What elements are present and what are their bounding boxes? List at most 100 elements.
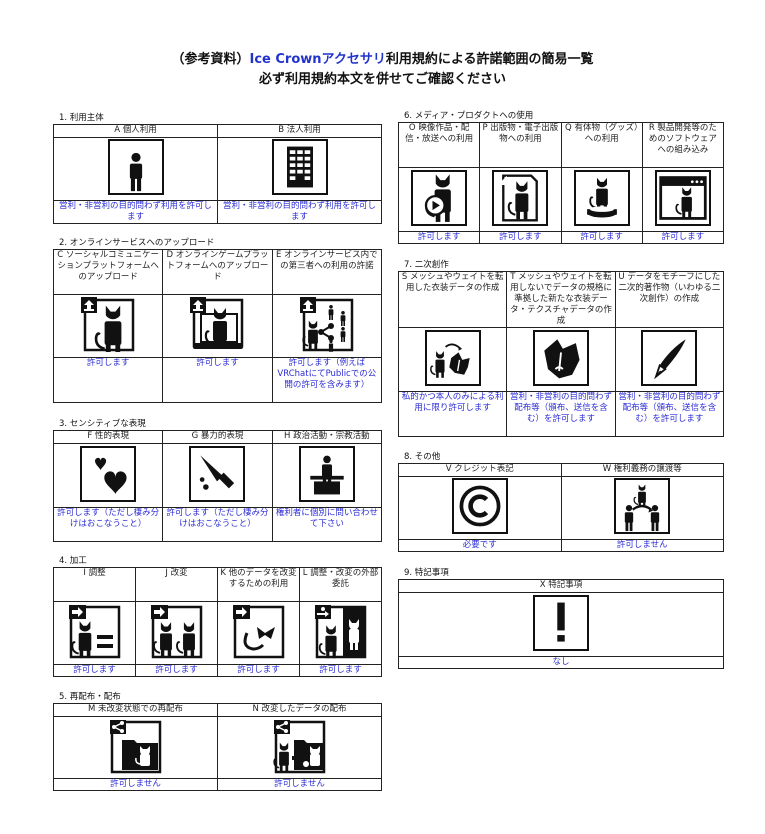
section-online-upload: 2. オンラインサービスへのアップロード C ソーシャルコミュニケーションプラッ… <box>52 237 383 403</box>
status-text: 許可します（例えばVRChatにてPublicでの公開の許可を含みます） <box>271 357 383 403</box>
status-text: 許可します（ただし棲み分けはおこなうこと） <box>52 507 164 542</box>
status-text: 許可します（ただし棲み分けはおこなうこと） <box>162 507 273 542</box>
status-text: 許可します <box>217 664 300 677</box>
reuse-parts-icon <box>230 603 287 659</box>
permission-table: O 映像作品・配信・放送への利用 P 出版物・電子出版物への利用 Q 有体物（グ… <box>397 122 725 244</box>
status-text: 許可しません <box>560 539 724 552</box>
status-text: 許可します <box>135 664 218 677</box>
section-heading: 6. メディア・プロダクトへの使用 <box>404 111 534 121</box>
item-label: I 調整 <box>53 567 136 602</box>
status-text: 許可しません <box>53 778 218 791</box>
document-title: （参考資料）Ice Crownアクセサリ利用規約による許諾範囲の簡易一覧 <box>0 50 765 69</box>
item-label: L 調整・改変の外部委託 <box>299 567 382 602</box>
exclamation-icon <box>533 594 589 651</box>
status-text: なし <box>398 656 724 669</box>
item-label: M 未改変状態での再配布 <box>53 703 218 717</box>
hearts-icon <box>80 445 137 502</box>
status-text: 許可します <box>560 231 643 244</box>
pen-icon <box>641 329 698 386</box>
permission-table: A 個人利用 B 法人利用 営利・非営利の目的問わず利用を許可します 営利・非営… <box>53 124 382 224</box>
costume-transfer-icon <box>424 329 481 386</box>
item-label: A 個人利用 <box>53 124 218 138</box>
status-text: 営利・非営利の目的問わず利用を許可します <box>53 200 218 224</box>
section-processing: 4. 加工 I 調整 J 改変 K 他のデータを改変するための利用 L 調整・改… <box>53 555 382 677</box>
status-text: 私的かつ本人のみによる利用に限り許可します <box>397 391 508 437</box>
building-icon <box>271 139 328 195</box>
upload-avatar-icon <box>80 296 137 352</box>
status-text: 許可します <box>52 357 164 403</box>
podium-icon <box>298 445 355 502</box>
status-text: 許可します <box>53 664 136 677</box>
item-label: U データをモチーフにした二次的著作物（いわゆる二次創作）の作成 <box>614 271 725 328</box>
status-text: 許可します <box>299 664 382 677</box>
section-media-products: 6. メディア・プロダクトへの使用 O 映像作品・配信・放送への利用 P 出版物… <box>397 110 725 244</box>
item-label: E オンラインサービス内での第三者への利用の許諾 <box>271 249 383 295</box>
section-heading: 5. 再配布・配布 <box>59 692 121 702</box>
item-label: K 他のデータを改変するための利用 <box>217 567 300 602</box>
section-heading: 3. センシティブな表現 <box>59 419 146 429</box>
knife-icon <box>189 445 246 502</box>
section-usage-subject: 1. 利用主体 A 個人利用 B 法人利用 営利・非営利の目的問わず利用を許可し… <box>53 112 382 224</box>
modify-icon <box>148 603 205 659</box>
permission-table: C ソーシャルコミュニケーションプラットフォームへのアップロード D オンライン… <box>52 249 383 403</box>
status-text: 許可します <box>479 231 562 244</box>
status-text: 営利・非営利の目的問わず配布等（頒布、送信を含む）を許可します <box>506 391 616 437</box>
item-label: W 権利義務の譲渡等 <box>560 463 724 477</box>
section-special-notes: 9. 特記事項 X 特記事項 なし <box>398 567 724 669</box>
status-text: 許可します <box>397 231 481 244</box>
permission-table: M 未改変状態での再配布 N 改変したデータの配布 許可しません 許可しません <box>53 703 382 791</box>
redistribute-icon <box>107 717 164 774</box>
item-label: G 暴力的表現 <box>162 430 273 444</box>
distribute-modified-icon <box>271 717 328 774</box>
item-label: J 改変 <box>135 567 218 602</box>
item-label: Q 有体物（グッズ）への利用 <box>560 122 643 168</box>
section-heading: 9. 特記事項 <box>404 568 449 578</box>
item-label: T メッシュやウェイトを転用しないでデータの規格に準拠した新たな衣装データ・テク… <box>506 271 616 328</box>
section-heading: 1. 利用主体 <box>59 113 104 123</box>
upload-share-icon <box>298 296 355 352</box>
video-icon <box>411 169 468 226</box>
permission-table: X 特記事項 なし <box>398 579 724 669</box>
transfer-rights-icon <box>614 478 671 534</box>
section-sensitive-expression: 3. センシティブな表現 F 性的表現 G 暴力的表現 H 政治活動・宗教活動 … <box>52 418 383 542</box>
section-heading: 2. オンラインサービスへのアップロード <box>59 238 215 248</box>
status-text: 許可しません <box>217 778 382 791</box>
item-label: C ソーシャルコミュニケーションプラットフォームへのアップロード <box>52 249 164 295</box>
figure-icon <box>573 169 630 226</box>
section-redistribution: 5. 再配布・配布 M 未改変状態での再配布 N 改変したデータの配布 許可しま… <box>53 691 382 791</box>
section-heading: 7. 二次創作 <box>404 260 449 270</box>
item-label: H 政治活動・宗教活動 <box>271 430 383 444</box>
section-heading: 4. 加工 <box>59 556 87 566</box>
item-label: N 改変したデータの配布 <box>217 703 382 717</box>
status-text: 許可します <box>641 231 725 244</box>
permission-table: I 調整 J 改変 K 他のデータを改変するための利用 L 調整・改変の外部委託… <box>53 567 382 677</box>
upload-game-icon <box>189 296 246 352</box>
status-text: 権利者に個別に問い合わせて下さい <box>271 507 383 542</box>
item-label: F 性的表現 <box>52 430 164 444</box>
permission-table: F 性的表現 G 暴力的表現 H 政治活動・宗教活動 許可します（ただし棲み分け… <box>52 430 383 542</box>
title-product-name: Ice Crownアクセサリ <box>249 52 386 67</box>
status-text: 営利・非営利の目的問わず利用を許可します <box>217 200 382 224</box>
person-icon <box>107 139 164 195</box>
status-text: 営利・非営利の目的問わず配布等（頒布、送信を含む）を許可します <box>614 391 725 437</box>
title-suffix: 利用規約による許諾範囲の簡易一覧 <box>385 52 594 67</box>
adjust-icon <box>66 603 123 659</box>
costume-icon <box>532 329 589 386</box>
permission-table: V クレジット表記 W 権利義務の譲渡等 必要です 許可しません <box>398 463 724 552</box>
item-label: V クレジット表記 <box>398 463 562 477</box>
section-derivative-works: 7. 二次創作 S メッシュやウェイトを転用した衣装データの作成 T メッシュや… <box>397 259 725 437</box>
section-other: 8. その他 V クレジット表記 W 権利義務の譲渡等 必要です 許可しません <box>398 451 724 552</box>
item-label: R 製品開発等のためのソフトウェアへの組み込み <box>641 122 725 168</box>
status-text: 必要です <box>398 539 562 552</box>
item-label: O 映像作品・配信・放送への利用 <box>397 122 481 168</box>
item-label: D オンラインゲームプラットフォームへのアップロード <box>162 249 273 295</box>
publication-icon <box>492 169 549 226</box>
item-label: P 出版物・電子出版物への利用 <box>479 122 562 168</box>
software-icon <box>654 169 711 226</box>
document-subtitle: 必ず利用規約本文を併せてご確認ください <box>258 72 506 87</box>
title-prefix: （参考資料） <box>171 52 250 67</box>
section-heading: 8. その他 <box>404 452 441 462</box>
outsource-icon <box>312 603 369 659</box>
item-label: B 法人利用 <box>217 124 382 138</box>
status-text: 許可します <box>162 357 273 403</box>
